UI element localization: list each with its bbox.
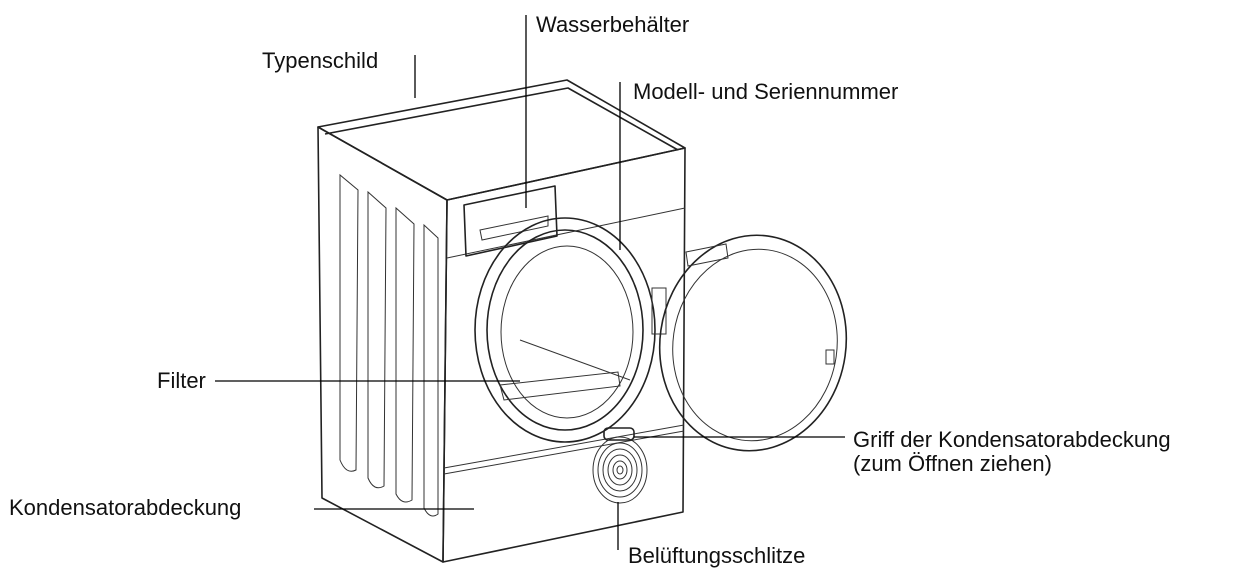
door-opening bbox=[474, 217, 656, 443]
vent-grille bbox=[592, 436, 648, 504]
label-condenser-handle: Griff der Kondensatorabdeckung (zum Öffn… bbox=[853, 428, 1171, 476]
label-condenser-handle-line2: (zum Öffnen ziehen) bbox=[853, 451, 1052, 476]
label-model-serial: Modell- und Seriennummer bbox=[633, 79, 899, 104]
label-condenser-handle-line1: Griff der Kondensatorabdeckung bbox=[853, 427, 1171, 452]
label-condenser-cover: Kondensatorabdeckung bbox=[9, 495, 242, 520]
label-filter: Filter bbox=[157, 368, 206, 393]
dryer-illustration bbox=[317, 79, 848, 563]
label-rating-plate: Typenschild bbox=[262, 48, 379, 73]
water-container-drawer bbox=[463, 185, 558, 257]
leader-lines bbox=[215, 15, 845, 550]
open-door bbox=[658, 234, 848, 452]
condenser-handle bbox=[603, 427, 635, 441]
label-water-container: Wasserbehälter bbox=[536, 12, 690, 37]
label-vent-slots: Belüftungsschlitze bbox=[628, 543, 806, 568]
